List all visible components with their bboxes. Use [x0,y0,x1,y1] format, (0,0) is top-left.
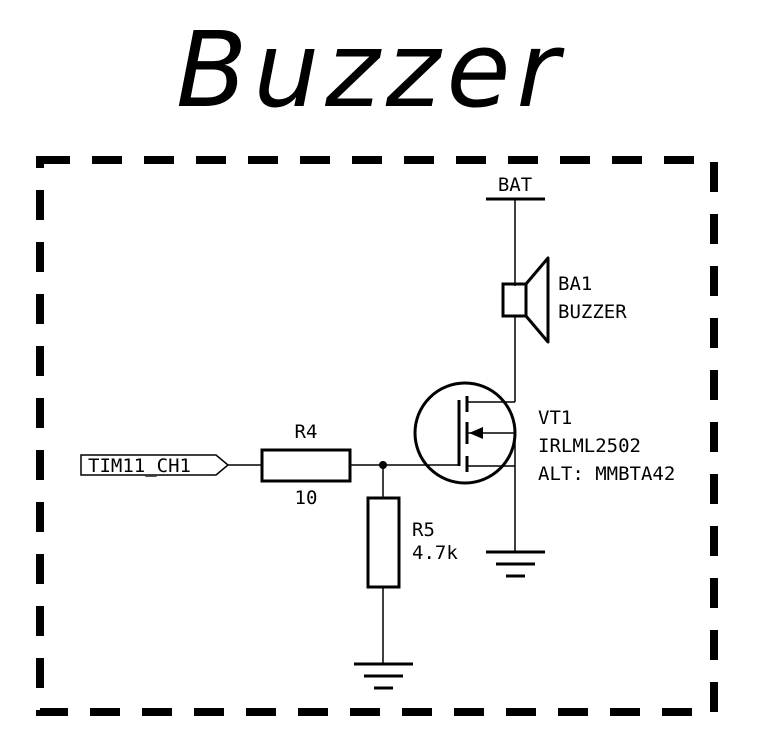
transistor-ref: VT1 [538,407,572,429]
bat-label: BAT [498,174,532,196]
buzzer-symbol [501,256,550,344]
ground-symbol-r5 [354,662,413,690]
resistor-r5 [366,496,401,589]
schematic-title: Buzzer [176,9,565,131]
input-net-label: TIM11_CH1 [80,454,230,477]
buzzer-ref: BA1 [558,273,592,295]
r4-ref: R4 [295,421,318,443]
transistor-alt: ALT: MMBTA42 [538,463,675,485]
input-label-text: TIM11_CH1 [88,455,191,477]
ground-symbol-transistor [486,550,545,578]
bat-power-symbol: BAT [486,174,545,201]
r4-value: 10 [295,487,318,509]
resistor-r4 [260,448,352,483]
dashed-frame [36,156,718,716]
transistor-value: IRLML2502 [538,435,641,457]
mosfet-symbol [413,381,517,485]
r5-value: 4.7k [412,542,458,564]
buzzer-value: BUZZER [558,301,627,323]
r5-ref: R5 [412,519,435,541]
